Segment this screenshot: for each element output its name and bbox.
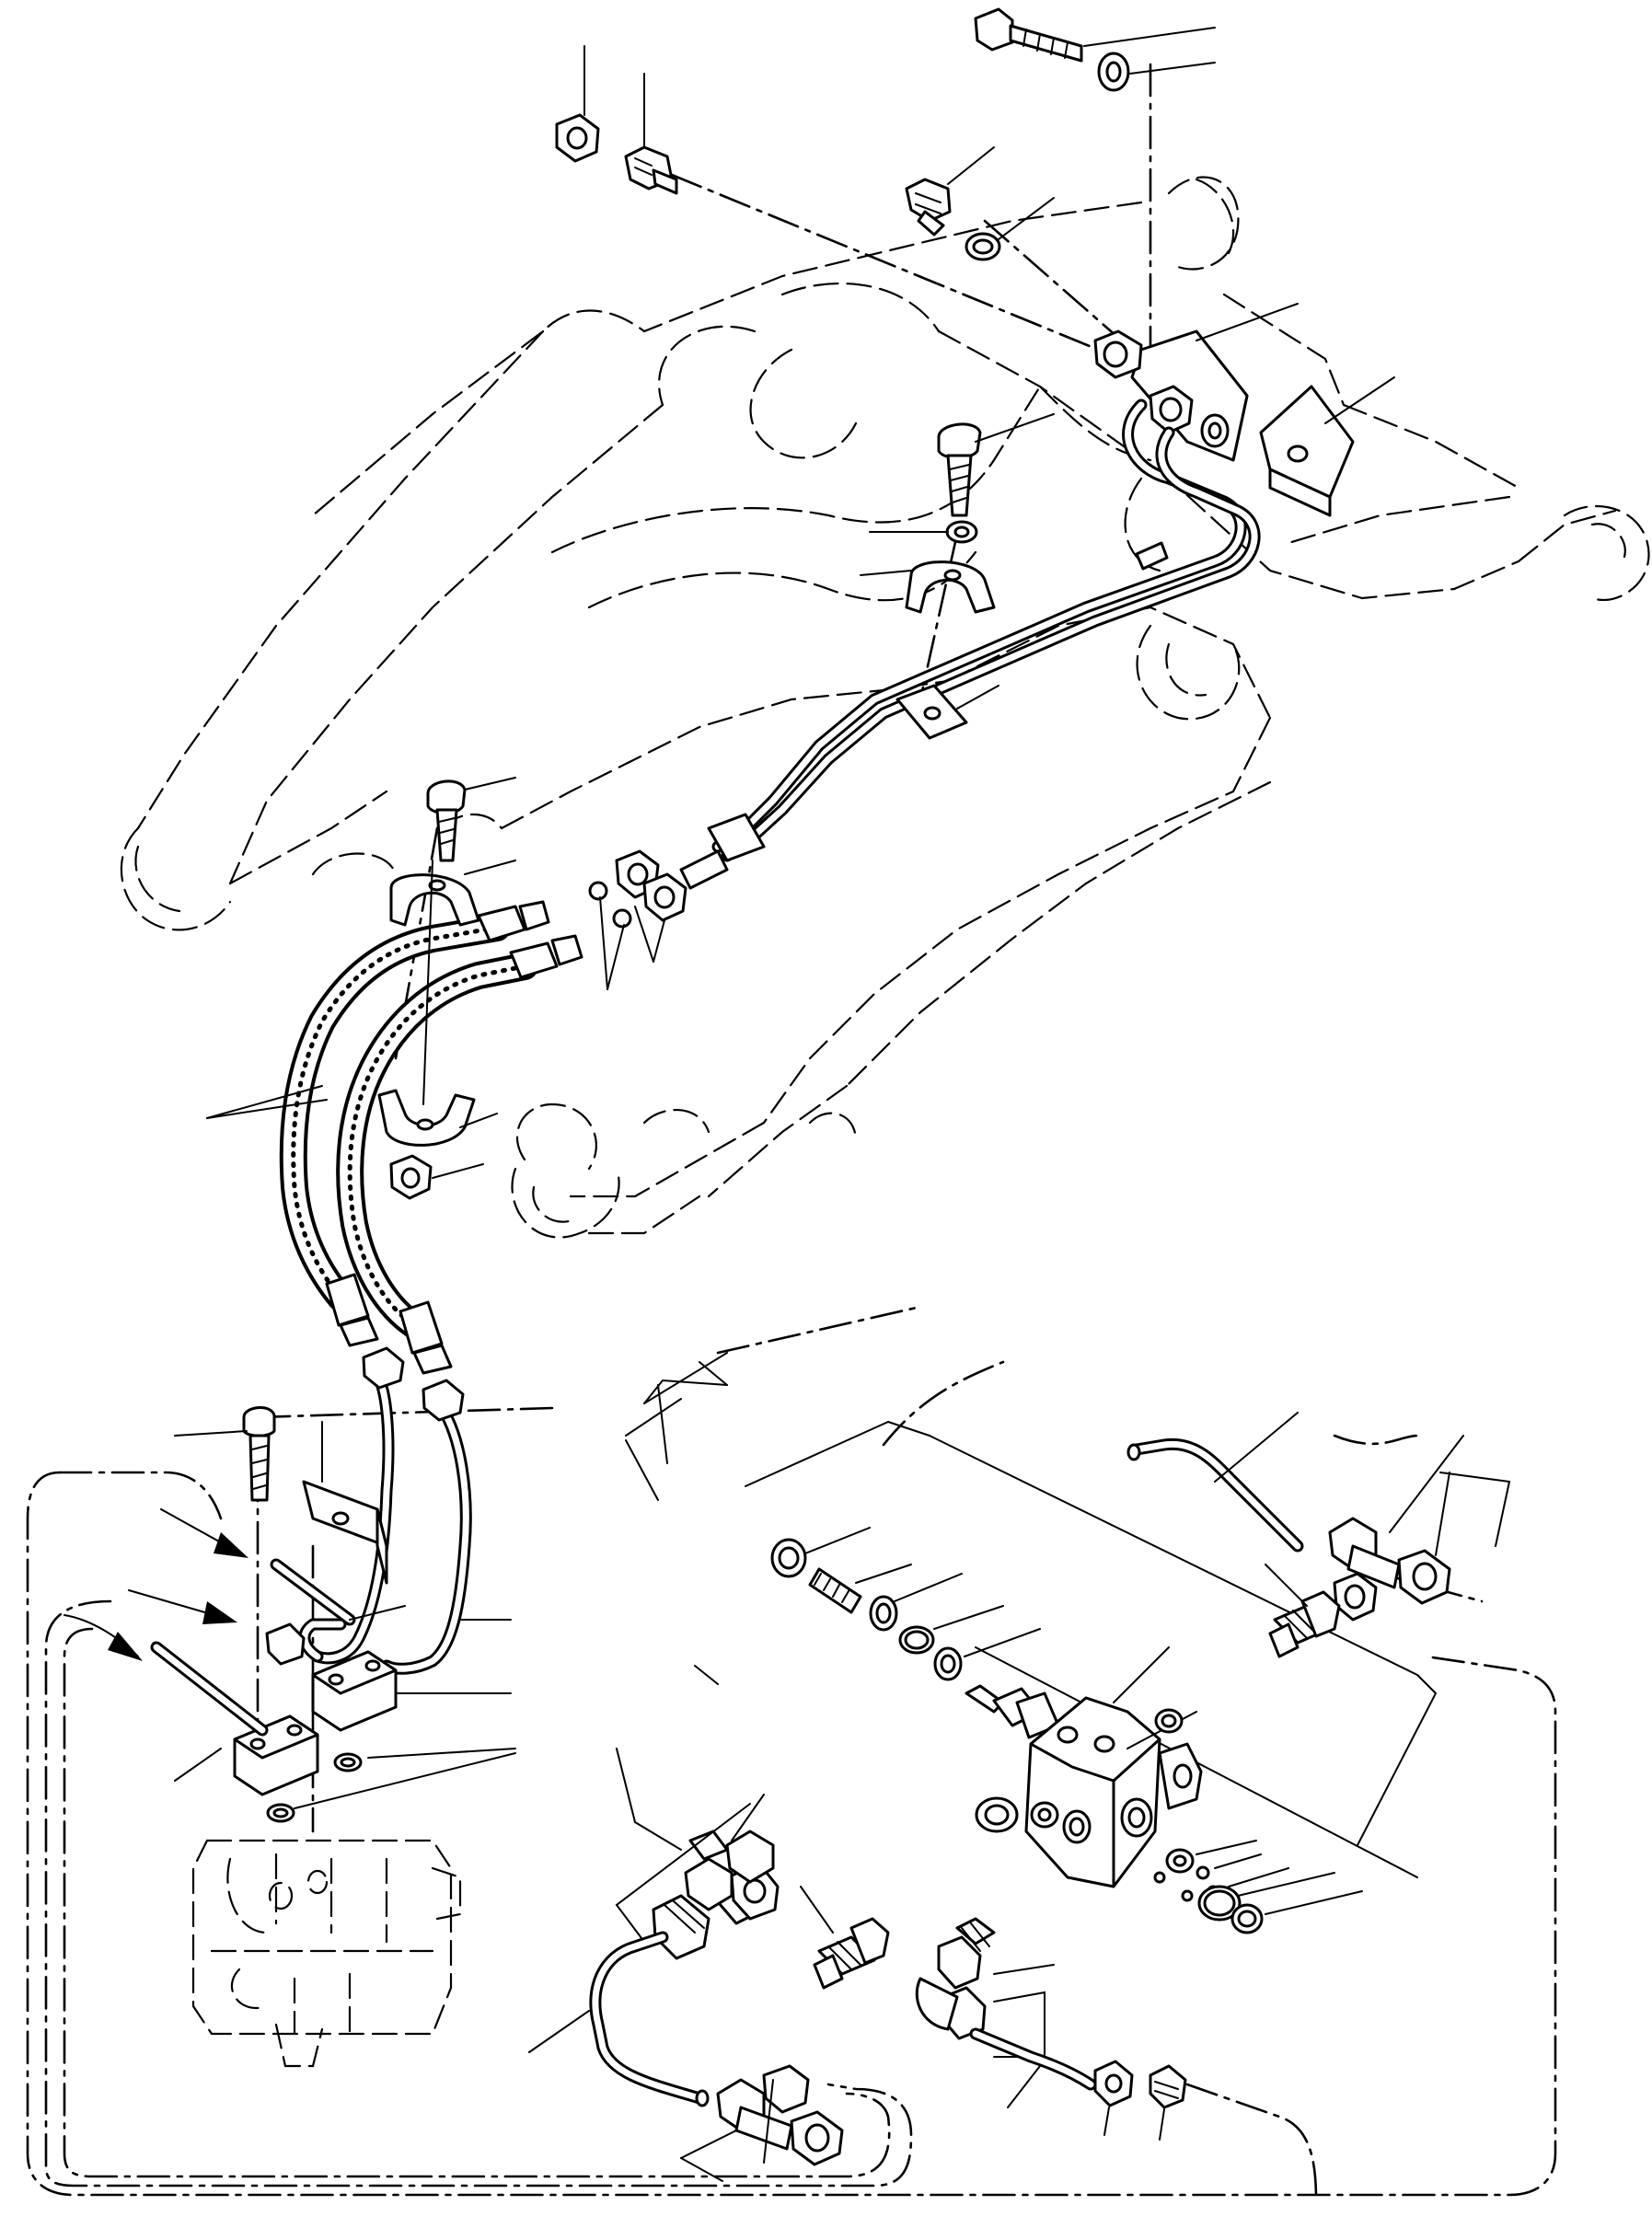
relief-valve-detail-assembly: [745, 1421, 1438, 1934]
pipe-clamp-arm-middle: [860, 413, 1055, 740]
hex-nut-top: [555, 113, 600, 163]
hose-clamp-left: [377, 777, 516, 1200]
hose-ferrule-upper-1: [477, 900, 550, 942]
assembly-arrows: [64, 1508, 248, 1661]
leader-lines: [625, 1352, 728, 1501]
hose-ferrule-lower-2: [399, 1300, 453, 1375]
valve-body-block: [1024, 1696, 1161, 1888]
o-ring-c: [933, 1646, 963, 1681]
clamp-half-upper-left: [389, 873, 480, 927]
bent-pipe-upper-right: [1126, 1412, 1304, 1553]
bolt-lower-left-vertical: [242, 1406, 276, 1502]
o-ring-top: [965, 232, 1001, 261]
pipe-clamp-block-left: [233, 1714, 319, 1796]
o-ring-pair-middle: [588, 881, 632, 929]
adapter-fitting-manifold-lower: [1149, 385, 1194, 434]
hex-bolt-top: [974, 7, 1083, 63]
plug-nut-pair-top-left: [555, 45, 678, 195]
valve-port-rings: [975, 1796, 1059, 1833]
clamp-nut-left: [389, 1154, 433, 1200]
tee-fitting-upper-right: [1328, 1517, 1451, 1622]
top-bolt-assembly: [974, 7, 1216, 92]
mounting-bracket-lower-left: [302, 1480, 388, 1585]
manifold-block-on-arm: [1093, 303, 1299, 462]
union-connector-lower: [642, 872, 687, 922]
mounting-plate-on-arm: [1259, 376, 1395, 517]
adapter-fitting-manifold-upper: [1093, 329, 1143, 379]
spacer-ring: [770, 1538, 807, 1578]
washer-top: [1097, 52, 1130, 92]
pipe-lower-right: [969, 2027, 1097, 2091]
detail-pipes-and-tees: [528, 1412, 1510, 2182]
arrow-head-3: [108, 1632, 143, 1661]
tube-fitting-left-2: [422, 1379, 465, 1422]
clamp-base-plate-middle: [895, 684, 968, 740]
large-o-ring-right: [1197, 1885, 1242, 1922]
clamp-half-lower-left: [377, 1089, 476, 1147]
o-rings-lower-left: [266, 1752, 363, 1823]
nut-lower-right: [1093, 2060, 1134, 2107]
assembly-center-lines: [26, 63, 1557, 2201]
control-valve-phantom: [191, 1839, 462, 2068]
elbow-fitting-top: [905, 178, 952, 237]
flexible-hoses: [206, 900, 583, 1375]
adapter-lower-middle: [813, 1917, 890, 1990]
arrow-head-1: [214, 1532, 248, 1558]
small-o-rings-right: [1153, 1708, 1219, 1902]
elbow-fitting-and-oring-top: [905, 146, 1055, 261]
clamp-bolt-upper-middle: [937, 422, 982, 517]
o-ring-b: [898, 1625, 935, 1655]
lock-washer-upper-middle: [945, 520, 978, 544]
adapter-upper-right: [1268, 1590, 1341, 1658]
pipe-clamp-block-right: [311, 1650, 398, 1732]
rigid-hydraulic-pipes: [707, 398, 1261, 862]
tee-fitting-lower: [716, 2064, 844, 2166]
elbow-adapter-lower-right: [915, 1917, 996, 2040]
adapter-nut-left-detail: [684, 1830, 775, 1911]
bracket-and-clamp-lower-left: [150, 1406, 516, 1823]
bent-pipe-lower-left: [589, 1931, 710, 2107]
tube-fitting-left-1: [362, 1346, 405, 1390]
lower-rigid-pipes: [265, 1346, 512, 1675]
side-plug: [1158, 1742, 1203, 1810]
backup-ring-right: [1230, 1903, 1264, 1934]
hose-ferrule-lower-1: [325, 1273, 379, 1347]
o-ring-a: [869, 1595, 898, 1632]
arrow-head-2: [202, 1601, 237, 1624]
short-pipe-lower-left: [150, 1641, 269, 1737]
angled-pipe-lower-left: [270, 1558, 356, 1626]
u-bend-pipe-left: [265, 1618, 347, 1666]
plug-fitting-top: [624, 145, 678, 195]
hose-end-connectors: [588, 849, 729, 990]
clamp-half-upper-middle: [905, 560, 996, 614]
compression-spring: [808, 1567, 862, 1614]
plug-lower-right: [1149, 2064, 1187, 2109]
clamp-bolt-left: [426, 779, 467, 862]
valve-cartridge: [965, 1684, 1060, 1739]
hose-ferrule-upper-2: [509, 934, 583, 979]
